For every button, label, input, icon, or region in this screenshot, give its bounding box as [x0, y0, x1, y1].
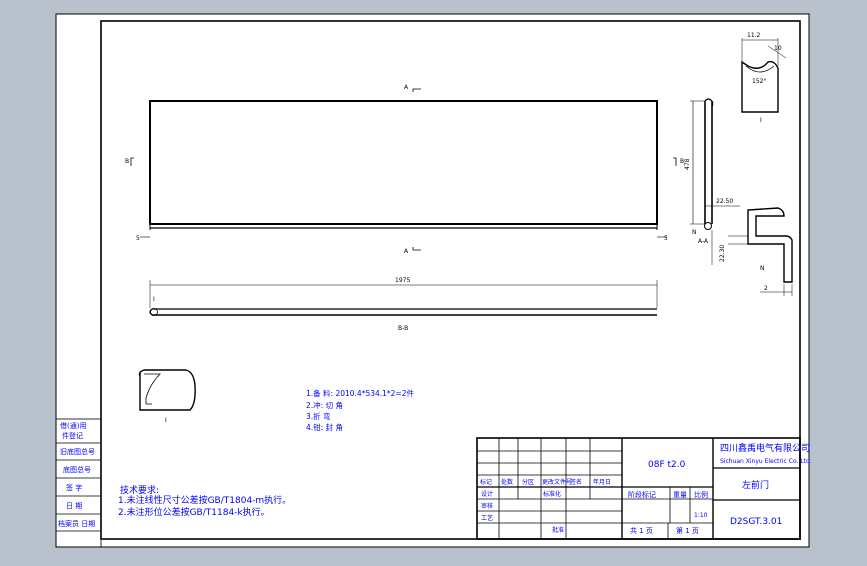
stamp-label: 签 字: [66, 483, 82, 492]
title-block-text: 08F t2.0 四川鑫禹电气有限公司 Sichuan Xinyu Electr…: [480, 442, 812, 535]
detail-label: I: [760, 117, 762, 124]
label-n: N: [692, 229, 697, 236]
stamp-label: 日 期: [66, 502, 82, 510]
side-view: [690, 98, 740, 265]
tb-label: 标记: [480, 478, 492, 486]
side-stamp: [55, 418, 102, 548]
paper: [55, 13, 810, 548]
tb-label: 审核: [481, 502, 493, 510]
material: 08F t2.0: [648, 460, 686, 470]
stamp-label: 借(通)用: [60, 421, 86, 430]
tb-label: 更改文件号: [542, 478, 572, 486]
dim-height: 478: [684, 158, 691, 170]
company-name-en: Sichuan Xinyu Electric Co.,Ltd.: [720, 458, 812, 465]
detail-label: N: [760, 265, 765, 272]
notes: 1.备 料: 2010.4*534.1*2=2件 2.冲: 切 角 3.折 弯 …: [306, 388, 414, 432]
tech-line: 1.未注线性尺寸公差按GB/T1804-m执行。: [118, 494, 291, 506]
section-mark-bottom: A: [404, 248, 409, 255]
drawing-number: D2SGT.3.01: [730, 517, 782, 527]
detail-top: [741, 38, 787, 113]
note-line: 3.折 弯: [306, 411, 331, 421]
scale-label: 比例: [694, 490, 708, 499]
side-stamp-labels: 借(通)用 件登记 旧底图总号 底图总号 签 字 日 期 档案员 日期: [58, 421, 95, 528]
tb-label: 工艺: [481, 514, 493, 522]
section-mark-right: B: [680, 158, 684, 165]
tb-label: 签名: [570, 478, 582, 486]
note-line: 1.备 料: 2010.4*534.1*2=2件: [306, 388, 414, 398]
dim-length: 1975: [395, 277, 410, 284]
label-i-side: I: [712, 101, 714, 108]
dim-bottom: 2: [764, 285, 768, 292]
stamp-label: 底图总号: [63, 465, 91, 474]
front-view-labels: A A B B 5 5: [125, 84, 684, 255]
dim-left-small: 5: [136, 235, 140, 242]
scale-value: 1:10: [694, 512, 708, 519]
tb-label: 处数: [501, 478, 513, 486]
stamp-label: 件登记: [62, 431, 83, 440]
sheet-number: 第 1 页: [676, 526, 699, 535]
weight-label: 重量: [673, 491, 687, 499]
tech-line: 2.未注形位公差按GB/T1184-k执行。: [118, 506, 270, 518]
stamp-label: 旧底图总号: [60, 447, 95, 456]
part-name: 左前门: [742, 479, 769, 491]
section-mark-top: A: [404, 84, 409, 91]
title-block: [476, 437, 801, 540]
total-sheets: 共 1 页: [630, 526, 653, 535]
section-name: B-B: [398, 325, 408, 332]
tech-requirements: 技术要求: 1.未注线性尺寸公差按GB/T1804-m执行。 2.未注形位公差按…: [118, 484, 291, 518]
stamp-label: 档案员 日期: [58, 519, 95, 528]
long-view-labels: 1975 I B-B: [153, 277, 410, 332]
dim-angle: 152°: [752, 78, 766, 85]
dim-depth: 22.50: [716, 198, 733, 205]
tb-label: 分区: [522, 478, 534, 486]
drawing-frame: [100, 20, 801, 540]
section-mark-left: B: [125, 158, 129, 165]
tech-title: 技术要求:: [120, 484, 159, 496]
dim-angle-small: 10: [774, 45, 782, 52]
front-view: [130, 88, 677, 251]
tb-label: 设计: [481, 490, 493, 498]
side-view-labels: 478 22.50 N A-A I: [684, 101, 733, 245]
note-line: 2.冲: 切 角: [306, 400, 343, 410]
detail-right-labels: 22.30 N 2: [719, 245, 768, 292]
detail-small: [138, 369, 196, 411]
detail-top-labels: 11.2 10 152° I: [747, 32, 782, 124]
detail-right: [728, 207, 793, 296]
end-label: I: [153, 296, 155, 303]
tb-label: 批准: [552, 526, 564, 534]
tb-label: 标准化: [543, 490, 561, 498]
dim-width: 11.2: [747, 32, 761, 39]
tb-label: 年月日: [593, 478, 611, 486]
dim-height-small: 22.30: [719, 245, 726, 262]
note-line: 4.钳: 封 角: [306, 422, 343, 432]
dim-right-small: 5: [664, 235, 668, 242]
section-name: A-A: [698, 238, 709, 245]
long-view: [149, 280, 658, 316]
company-name: 四川鑫禹电气有限公司: [720, 442, 810, 454]
detail-label: I: [165, 417, 167, 424]
stage-mark: 阶段标记: [628, 490, 656, 499]
